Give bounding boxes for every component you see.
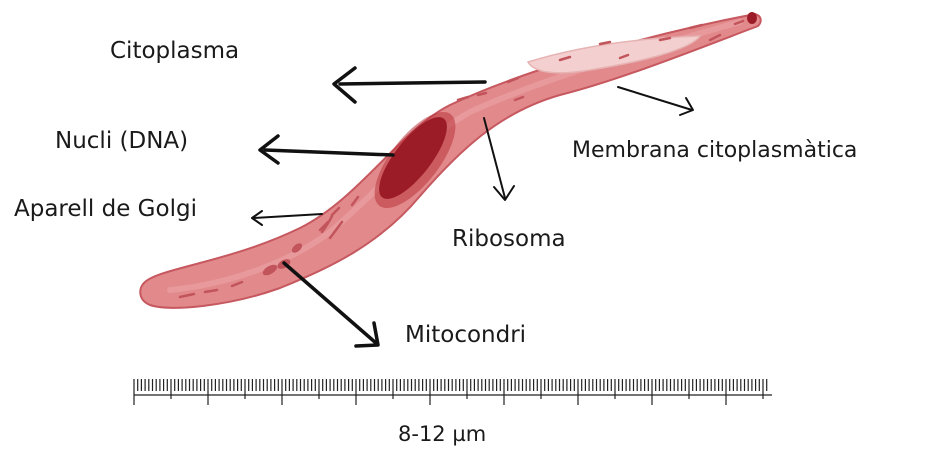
arrow-membrana	[618, 87, 692, 110]
label-golgi: Aparell de Golgi	[14, 198, 197, 221]
arrow-citoplasma	[340, 82, 485, 84]
arrow-ribosoma	[484, 118, 505, 198]
label-membrana: Membrana citoplasmàtica	[572, 140, 857, 162]
arrow-golgi	[254, 214, 322, 218]
label-nucli: Nucli (DNA)	[55, 130, 188, 153]
label-ribosoma: Ribosoma	[452, 228, 566, 251]
arrow-mitocondri	[284, 263, 376, 343]
scale-ruler	[134, 379, 772, 405]
scale-label: 8-12 µm	[398, 424, 486, 445]
label-citoplasma: Citoplasma	[110, 40, 239, 63]
label-mitocondri: Mitocondri	[405, 324, 526, 347]
arrow-nucli	[265, 150, 393, 155]
cell-tip	[747, 12, 757, 24]
